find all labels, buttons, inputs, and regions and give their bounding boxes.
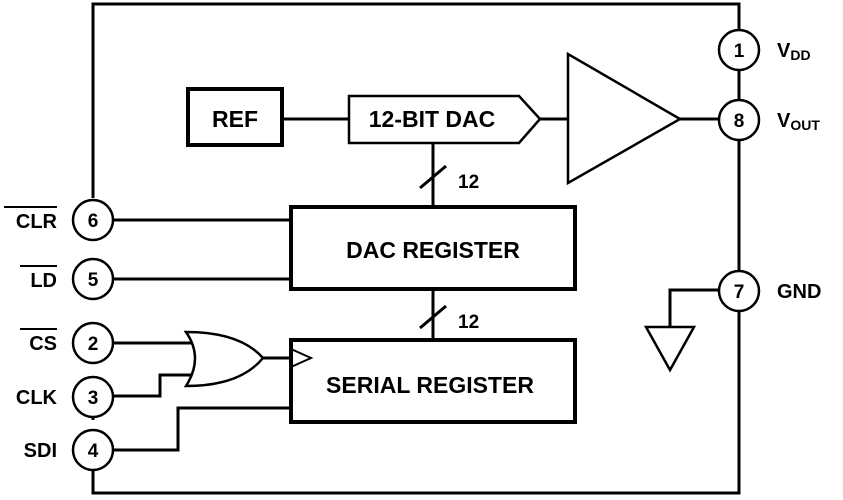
pin-clk-number: 3 bbox=[88, 388, 99, 409]
pin-clr: 6 CLR bbox=[4, 198, 115, 242]
pin-cs-label: CS bbox=[29, 333, 57, 355]
pin-vdd-label: VDD bbox=[777, 40, 811, 63]
pin-cs-number: 2 bbox=[88, 334, 99, 355]
bus-marker-upper: 12 bbox=[419, 164, 479, 193]
pin-ld: 5 LD bbox=[20, 257, 115, 301]
dac-label: 12-BIT DAC bbox=[369, 106, 496, 132]
pin-vout-label: VOUT bbox=[777, 110, 820, 133]
pin-sdi-label: SDI bbox=[24, 440, 57, 462]
ref-block: REF bbox=[186, 87, 284, 147]
dac-register-block: DAC REGISTER bbox=[289, 205, 577, 291]
dac-register-label: DAC REGISTER bbox=[346, 237, 520, 263]
pin-clr-number: 6 bbox=[88, 211, 99, 232]
ground-icon bbox=[643, 325, 697, 373]
op-amp-symbol bbox=[566, 51, 683, 186]
pin-vout: 8 VOUT bbox=[717, 98, 820, 142]
pin-gnd-number: 7 bbox=[734, 282, 745, 303]
pin-sdi-number: 4 bbox=[88, 441, 99, 462]
serial-register-label: SERIAL REGISTER bbox=[326, 372, 534, 398]
clock-input-triangle bbox=[290, 348, 314, 368]
pin-clr-label: CLR bbox=[16, 211, 58, 233]
pin-vdd-number: 1 bbox=[734, 41, 745, 62]
ref-label: REF bbox=[212, 106, 258, 132]
pin-vdd: 1 VDD bbox=[717, 28, 811, 72]
pin-sdi: 4 SDI bbox=[24, 428, 115, 472]
pin-gnd: 7 GND bbox=[717, 269, 821, 313]
pin-cs: 2 CS bbox=[20, 321, 115, 365]
dac-block: 12-BIT DAC bbox=[347, 94, 542, 145]
pin-ld-label: LD bbox=[30, 270, 57, 292]
or-gate-symbol bbox=[183, 330, 265, 388]
pin-ld-number: 5 bbox=[88, 270, 99, 291]
pin-clk-label: CLK bbox=[16, 387, 58, 409]
bus-marker-lower: 12 bbox=[419, 304, 479, 333]
bus-width-lower: 12 bbox=[458, 312, 479, 333]
serial-register-block: SERIAL REGISTER bbox=[289, 338, 577, 424]
pin-clk: 3 CLK bbox=[16, 375, 115, 419]
chip-outline bbox=[91, 2, 741, 495]
pin-gnd-label: GND bbox=[777, 281, 821, 303]
wiring bbox=[114, 117, 718, 452]
bus-width-upper: 12 bbox=[458, 172, 479, 193]
pin-vout-number: 8 bbox=[734, 111, 745, 132]
